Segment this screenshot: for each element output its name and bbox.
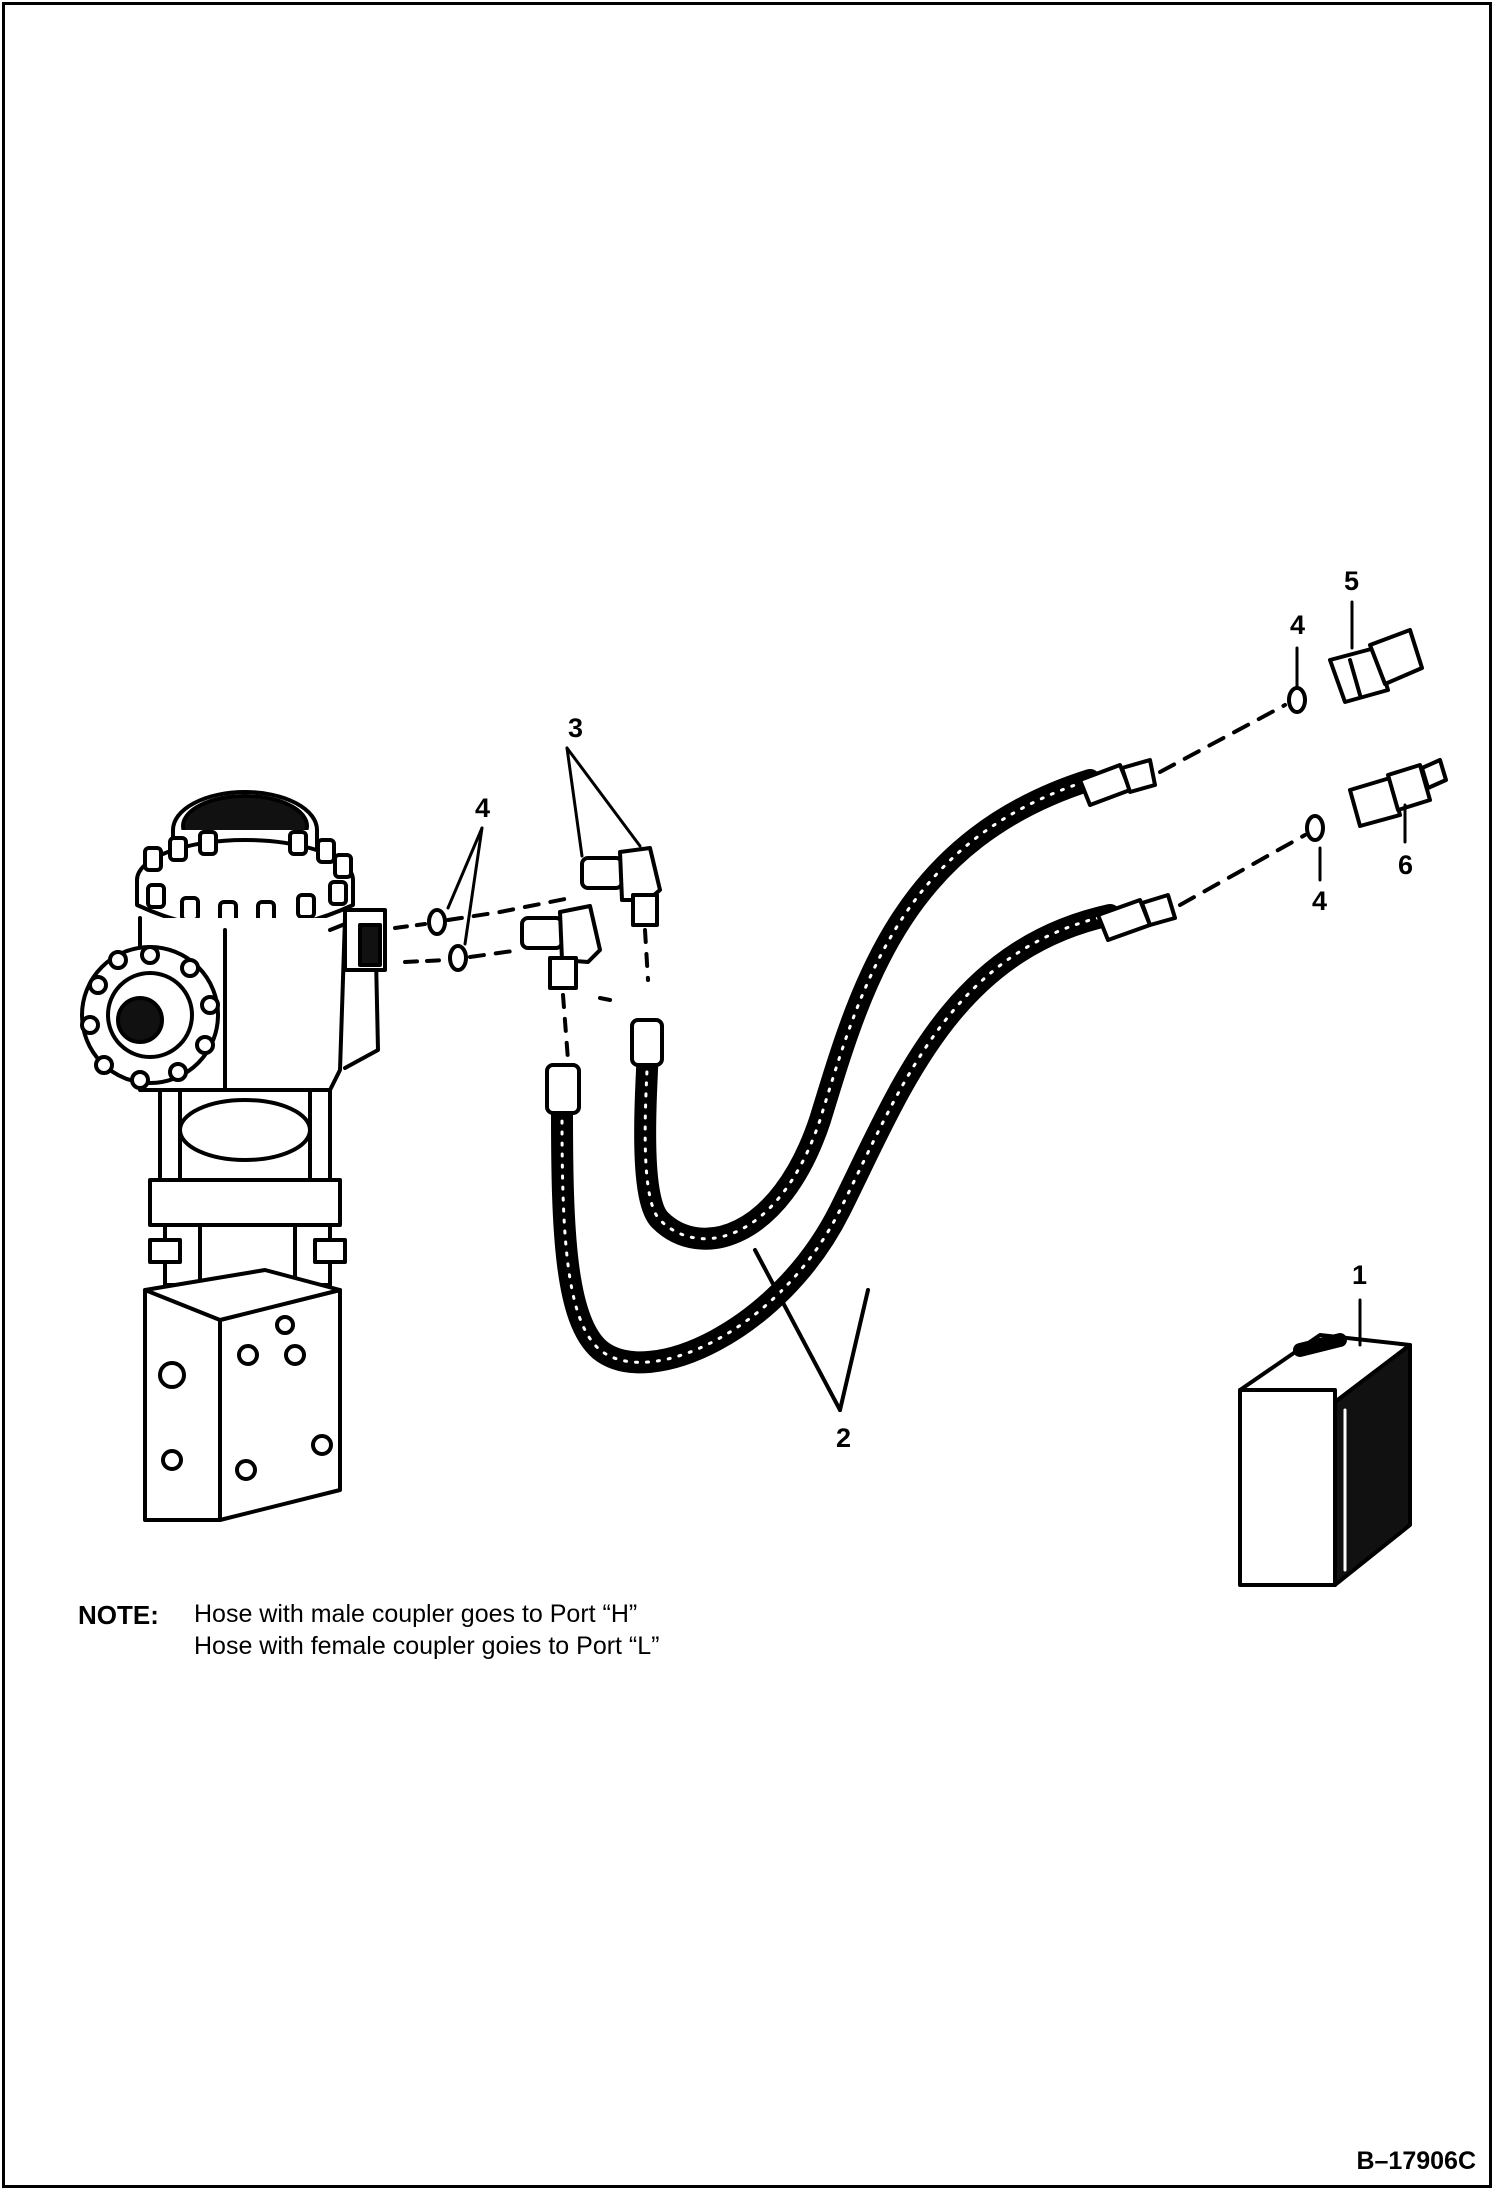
male-coupler: [1348, 758, 1448, 828]
callout-1: 1: [1352, 1260, 1368, 1290]
o-ring-upper-coupler: [1287, 686, 1307, 714]
callout-5: 5: [1344, 566, 1360, 596]
hydraulic-motor-assembly: [80, 790, 387, 1522]
female-coupler: [1328, 628, 1424, 704]
hose-assembly-pair: [545, 703, 1307, 1412]
elbow-fitting-upper: [580, 846, 662, 982]
elbow-fitting-lower: [520, 904, 602, 1062]
o-ring-left-pair: [393, 895, 577, 972]
callout-6: 6: [1398, 850, 1414, 880]
callout-4-upper: 4: [1290, 610, 1306, 640]
o-ring-lower-coupler: [1305, 814, 1325, 842]
note-line-1: Hose with male coupler goes to Port “H”: [194, 1600, 638, 1628]
callout-leaders: [446, 600, 1407, 1347]
callout-2: 2: [836, 1423, 852, 1453]
callout-4-left: 4: [475, 793, 491, 823]
note-line-2: Hose with female coupler goies to Port “…: [194, 1632, 660, 1660]
note-label: NOTE:: [78, 1600, 159, 1630]
figure-id: B–17906C: [1356, 2147, 1476, 2175]
callout-3: 3: [568, 713, 584, 743]
parts-kit-box: [1238, 1333, 1412, 1587]
callout-4-lower: 4: [1312, 886, 1328, 916]
